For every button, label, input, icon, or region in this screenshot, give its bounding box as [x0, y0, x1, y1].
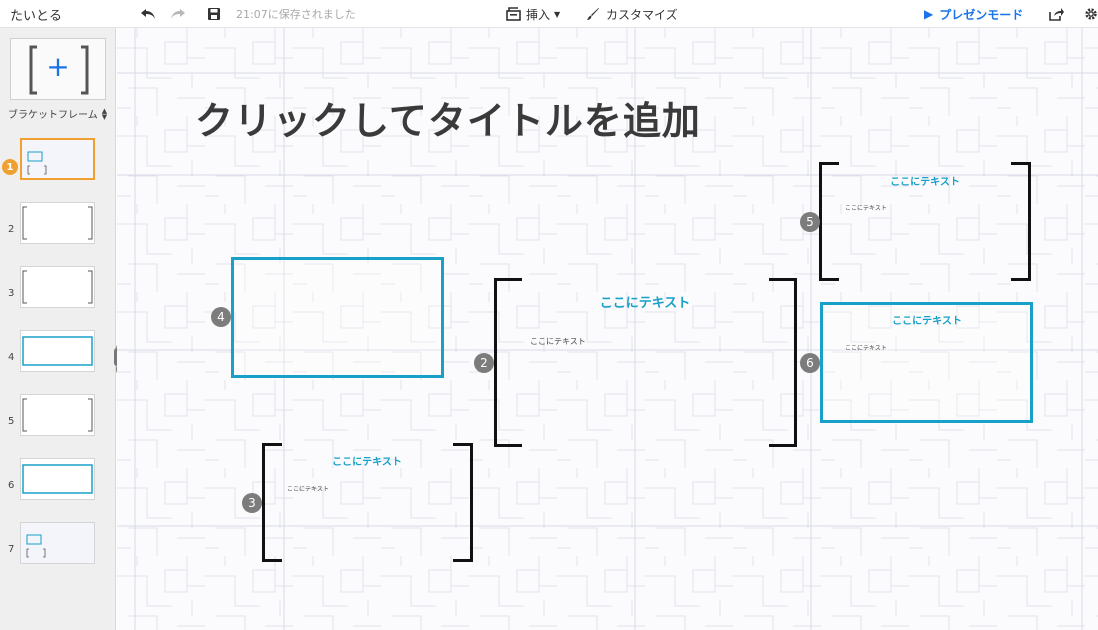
order-badge: 4: [211, 307, 231, 327]
slide-number: 2: [8, 224, 15, 235]
save-status: 21:07に保存されました: [236, 8, 356, 21]
undo-icon: [141, 9, 155, 19]
frame-body-text[interactable]: ここにテキスト: [287, 486, 329, 493]
frame-heading[interactable]: ここにテキスト: [892, 316, 962, 327]
present-label: プレゼンモード: [939, 7, 1024, 22]
slide-number: 6: [8, 480, 15, 491]
thumbnail-preview: [22, 336, 93, 366]
save-icon: [208, 8, 220, 20]
slide-number: 4: [8, 352, 15, 363]
brush-icon: [587, 8, 599, 20]
slide-thumbnail-2[interactable]: [20, 202, 95, 244]
frame-body-text[interactable]: ここにテキスト: [530, 337, 586, 346]
insert-menu-button[interactable]: 挿入 ▼: [506, 0, 560, 28]
plus-icon: +: [46, 50, 70, 83]
content-frame-4[interactable]: [231, 257, 444, 378]
right-bracket: [1011, 162, 1031, 281]
thumbnail-preview: [21, 523, 94, 563]
order-badge: 2: [474, 353, 494, 373]
frame-heading[interactable]: ここにテキスト: [599, 296, 691, 311]
present-mode-button[interactable]: ▶ プレゼンモード: [924, 0, 1023, 28]
slide-canvas[interactable]: [117, 28, 1098, 630]
document-title[interactable]: たいとる: [10, 8, 63, 24]
slide-sidebar: + ブラケットフレーム ▲▼ 1 2 3 4 5: [0, 28, 116, 630]
left-bracket: [494, 278, 522, 447]
frame-body-text[interactable]: ここにテキスト: [845, 345, 887, 352]
insert-icon: [506, 7, 521, 21]
thumbnail-preview: [22, 270, 93, 304]
slide-thumbnail-3[interactable]: [20, 266, 95, 308]
frame-body-text[interactable]: ここにテキスト: [845, 205, 887, 212]
undo-button[interactable]: [138, 0, 158, 28]
content-frame-5[interactable]: [819, 162, 1031, 281]
customize-label: カスタマイズ: [606, 7, 678, 22]
thumbnail-preview: [22, 140, 93, 178]
maze-background-pattern: [117, 28, 1098, 630]
layout-selector[interactable]: +: [10, 38, 106, 100]
slide-thumbnail-7[interactable]: [20, 522, 95, 564]
thumbnail-preview: [22, 398, 93, 432]
redo-button[interactable]: [168, 0, 188, 28]
chevron-down-icon: ▼: [554, 9, 561, 19]
slide-thumbnail-4[interactable]: [20, 330, 95, 372]
right-bracket: [769, 278, 797, 447]
slide-thumbnail-5[interactable]: [20, 394, 95, 436]
thumbnail-preview: [22, 206, 93, 240]
content-frame-2[interactable]: [494, 278, 797, 447]
up-down-chevron-icon: ▲▼: [101, 106, 108, 121]
slide-number: 7: [8, 544, 15, 555]
slide-thumbnail-1[interactable]: [20, 138, 95, 180]
frame-heading[interactable]: ここにテキスト: [890, 177, 960, 188]
slide-title-placeholder[interactable]: クリックしてタイトルを追加: [195, 99, 701, 143]
gear-icon: [1085, 8, 1097, 20]
play-icon: ▶: [924, 7, 934, 21]
customize-button[interactable]: カスタマイズ: [586, 0, 678, 28]
save-button[interactable]: [204, 0, 224, 28]
thumbnail-preview: [22, 464, 93, 494]
content-frame-6[interactable]: [820, 302, 1033, 423]
redo-icon: [171, 9, 185, 19]
slide-number: 3: [8, 288, 15, 299]
slide-number: 5: [8, 416, 15, 427]
order-badge: 5: [800, 212, 820, 232]
content-frame-3[interactable]: [262, 443, 473, 562]
settings-button[interactable]: [1084, 0, 1098, 28]
share-button[interactable]: [1046, 0, 1066, 28]
layout-name[interactable]: ブラケットフレーム ▲▼: [8, 106, 107, 121]
slide-number: 1: [2, 159, 18, 175]
top-toolbar: たいとる 21:07に保存されました 挿入 ▼ カスタマイズ: [0, 0, 1098, 28]
share-icon: [1049, 8, 1064, 21]
left-bracket: [819, 162, 839, 281]
right-bracket: [453, 443, 473, 562]
frame-heading[interactable]: ここにテキスト: [332, 457, 402, 468]
order-badge: 6: [800, 353, 820, 373]
order-badge: 3: [242, 493, 262, 513]
insert-label: 挿入: [526, 7, 551, 22]
left-bracket: [262, 443, 282, 562]
slide-thumbnail-6[interactable]: [20, 458, 95, 500]
bracket-frame-icon: [29, 45, 89, 95]
layout-name-text: ブラケットフレーム: [8, 110, 98, 121]
